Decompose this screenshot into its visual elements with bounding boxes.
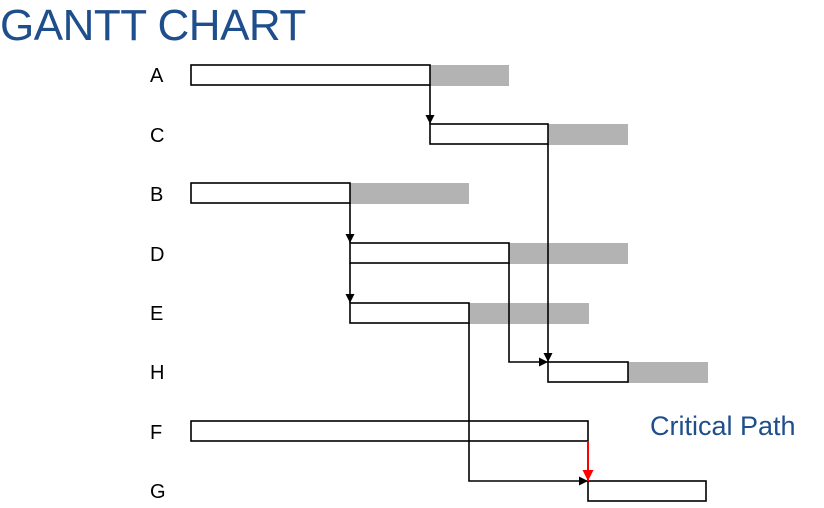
task-label-g: G bbox=[150, 481, 166, 503]
task-label-d: D bbox=[150, 244, 164, 266]
task-bar-h bbox=[547, 361, 629, 383]
task-bar-a bbox=[190, 64, 431, 86]
task-bar-b bbox=[190, 182, 351, 204]
dependency-arrow-d-to-h bbox=[508, 263, 548, 367]
slack-bar-b bbox=[350, 183, 469, 204]
task-bar-g bbox=[587, 480, 707, 502]
chart-title: GANTT CHART bbox=[0, 1, 306, 50]
task-label-e: E bbox=[150, 303, 163, 325]
slack-bar-e bbox=[469, 303, 589, 324]
task-bar-d bbox=[349, 242, 510, 264]
slack-bar-d bbox=[509, 243, 628, 264]
slack-bar-a bbox=[430, 65, 509, 86]
task-label-c: C bbox=[150, 125, 164, 147]
task-bar-f bbox=[190, 420, 589, 442]
task-bar-e bbox=[349, 302, 470, 324]
dependency-arrow-e-to-g bbox=[468, 323, 588, 486]
slack-bar-h bbox=[628, 362, 708, 383]
task-bar-c bbox=[429, 123, 549, 145]
slack-bar-c bbox=[548, 124, 628, 145]
task-label-f: F bbox=[150, 422, 162, 444]
critical-path-label: Critical Path bbox=[650, 411, 796, 441]
task-label-b: B bbox=[150, 184, 163, 206]
task-label-h: H bbox=[150, 362, 164, 384]
task-label-a: A bbox=[150, 65, 164, 87]
